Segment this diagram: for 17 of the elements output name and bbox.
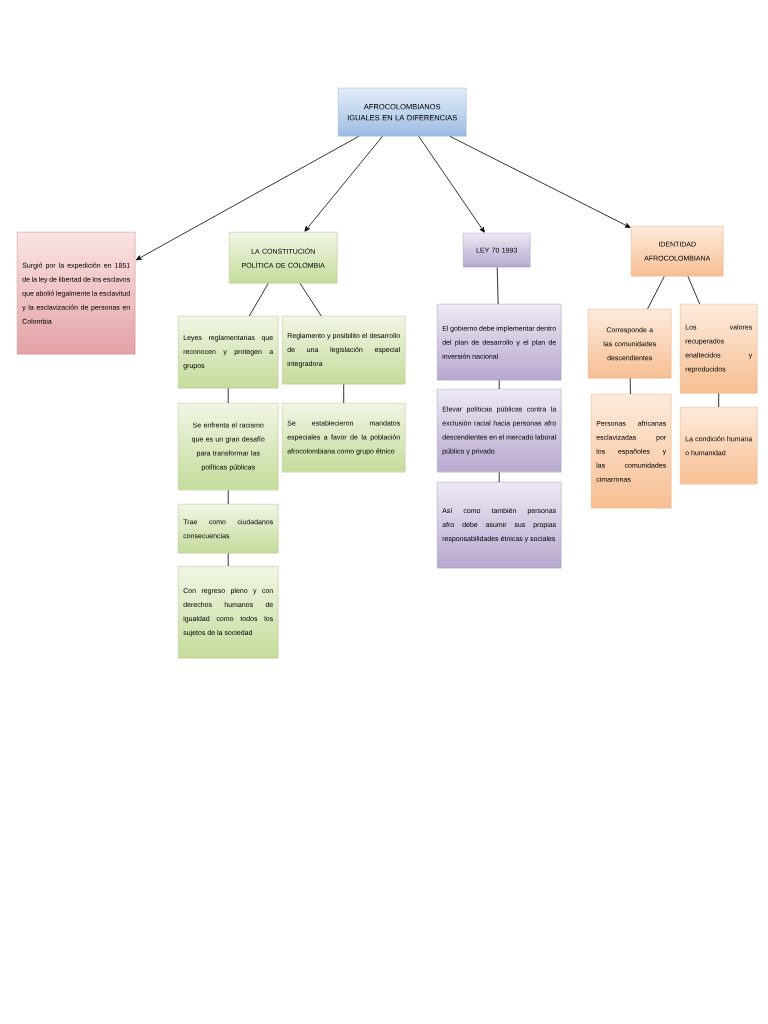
connector-line [299,283,322,317]
connector-line [343,384,345,404]
connector-line [498,472,500,483]
connector-line [647,276,665,310]
connector-line [718,393,720,408]
connector-line [227,388,229,404]
connector-line [248,283,269,317]
connector-line [496,267,499,305]
connector-line [629,378,631,395]
arrow [418,136,485,233]
arrow [135,136,360,261]
arrow [304,136,383,232]
connector-line [498,380,500,390]
connector-line [227,490,229,505]
connector-line [227,553,229,567]
arrow [449,136,631,228]
connector-line [687,276,701,305]
